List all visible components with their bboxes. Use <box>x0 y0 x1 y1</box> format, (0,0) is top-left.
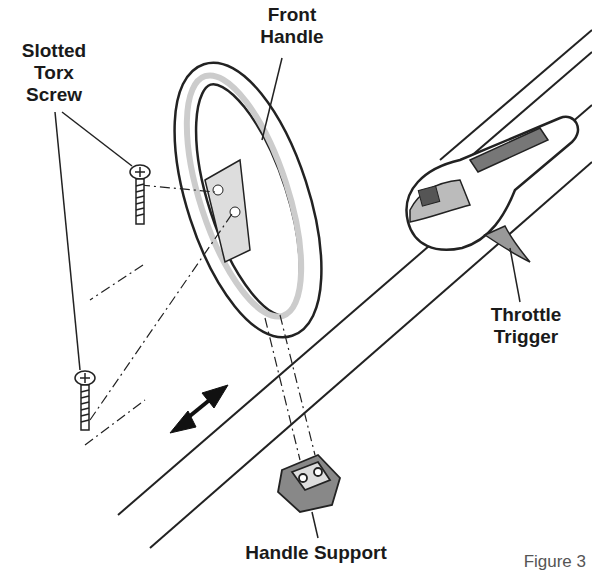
handle-support <box>278 455 340 512</box>
trigger-lever <box>485 226 530 262</box>
slide-arrow <box>170 385 228 433</box>
torx-screw <box>75 371 95 430</box>
figure-number: Figure 3 <box>524 552 586 572</box>
front-handle <box>160 59 337 341</box>
part-label: Throttle Trigger <box>476 304 576 348</box>
part-label: Handle Support <box>245 542 386 564</box>
part-label: Front Handle <box>252 4 332 48</box>
throttle-housing <box>407 117 579 262</box>
leader-line <box>55 58 520 538</box>
torx-screw <box>130 165 150 224</box>
part-label: Slotted Torx Screw <box>14 40 94 106</box>
